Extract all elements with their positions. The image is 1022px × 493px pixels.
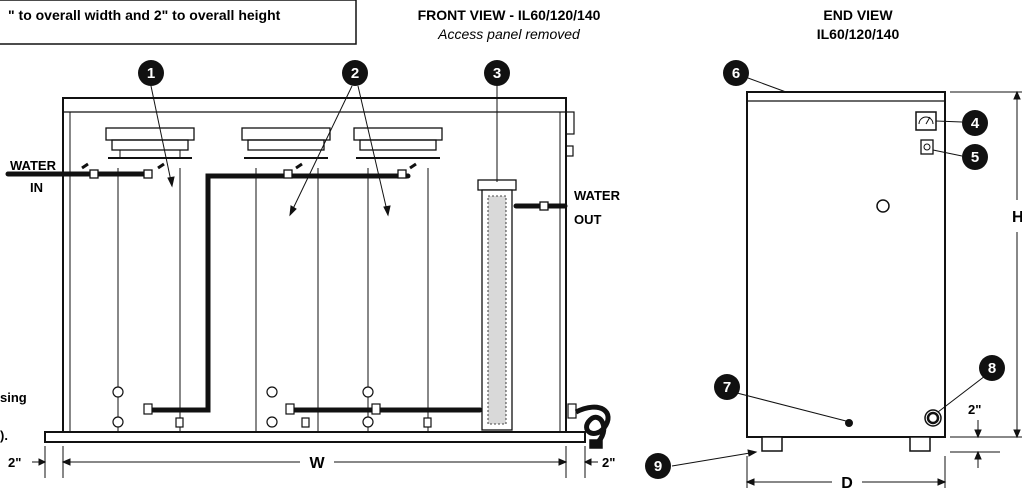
front-dimensions [32, 446, 598, 478]
svg-text:7: 7 [723, 379, 731, 396]
svg-text:6: 6 [732, 65, 740, 82]
svg-text:2: 2 [351, 65, 359, 82]
callout-2: 2 [342, 60, 368, 86]
leader-lines [150, 77, 986, 467]
callout-6: 6 [723, 60, 749, 86]
dim-h-label: H [1012, 209, 1022, 226]
svg-text:4: 4 [971, 115, 980, 132]
svg-text:5: 5 [971, 149, 979, 166]
valves [81, 162, 549, 211]
power-cord [574, 404, 611, 446]
plumbing [5, 171, 568, 413]
callout-3: 3 [484, 60, 510, 86]
tank-2 [241, 127, 331, 432]
callout-9: 9 [645, 453, 671, 479]
front-view-subtitle: Access panel removed [437, 26, 581, 42]
callout-5: 5 [962, 144, 988, 170]
callout-4: 4 [962, 110, 988, 136]
water-in-label-2: IN [30, 180, 43, 195]
filter-cartridge [477, 179, 517, 431]
end-dimensions [745, 90, 1022, 488]
side-text-1: sing [0, 390, 27, 405]
dim-d-label: D [841, 475, 853, 492]
dim-w-label: W [309, 455, 325, 472]
drain-fittings [112, 386, 577, 428]
water-out-label-2: OUT [574, 212, 602, 227]
callout-8: 8 [979, 355, 1005, 381]
end-view [746, 91, 946, 452]
end-view-model: IL60/120/140 [817, 26, 900, 42]
callout-7: 7 [714, 374, 740, 400]
water-in-label-1: WATER [10, 158, 57, 173]
svg-text:8: 8 [988, 360, 996, 377]
dim-2-left: 2" [8, 455, 21, 470]
dim-2-end: 2" [968, 402, 981, 417]
svg-text:1: 1 [147, 65, 155, 82]
front-view-title: FRONT VIEW - IL60/120/140 [418, 7, 601, 23]
front-view [5, 97, 611, 449]
note-text: " to overall width and 2" to overall hei… [8, 7, 281, 23]
side-text-2: ). [0, 428, 8, 443]
callout-1: 1 [138, 60, 164, 86]
dim-2-right: 2" [602, 455, 615, 470]
water-out-label-1: WATER [574, 188, 621, 203]
svg-text:3: 3 [493, 65, 501, 82]
note-box: " to overall width and 2" to overall hei… [0, 0, 357, 45]
end-view-title: END VIEW [823, 7, 893, 23]
svg-text:9: 9 [654, 458, 662, 475]
